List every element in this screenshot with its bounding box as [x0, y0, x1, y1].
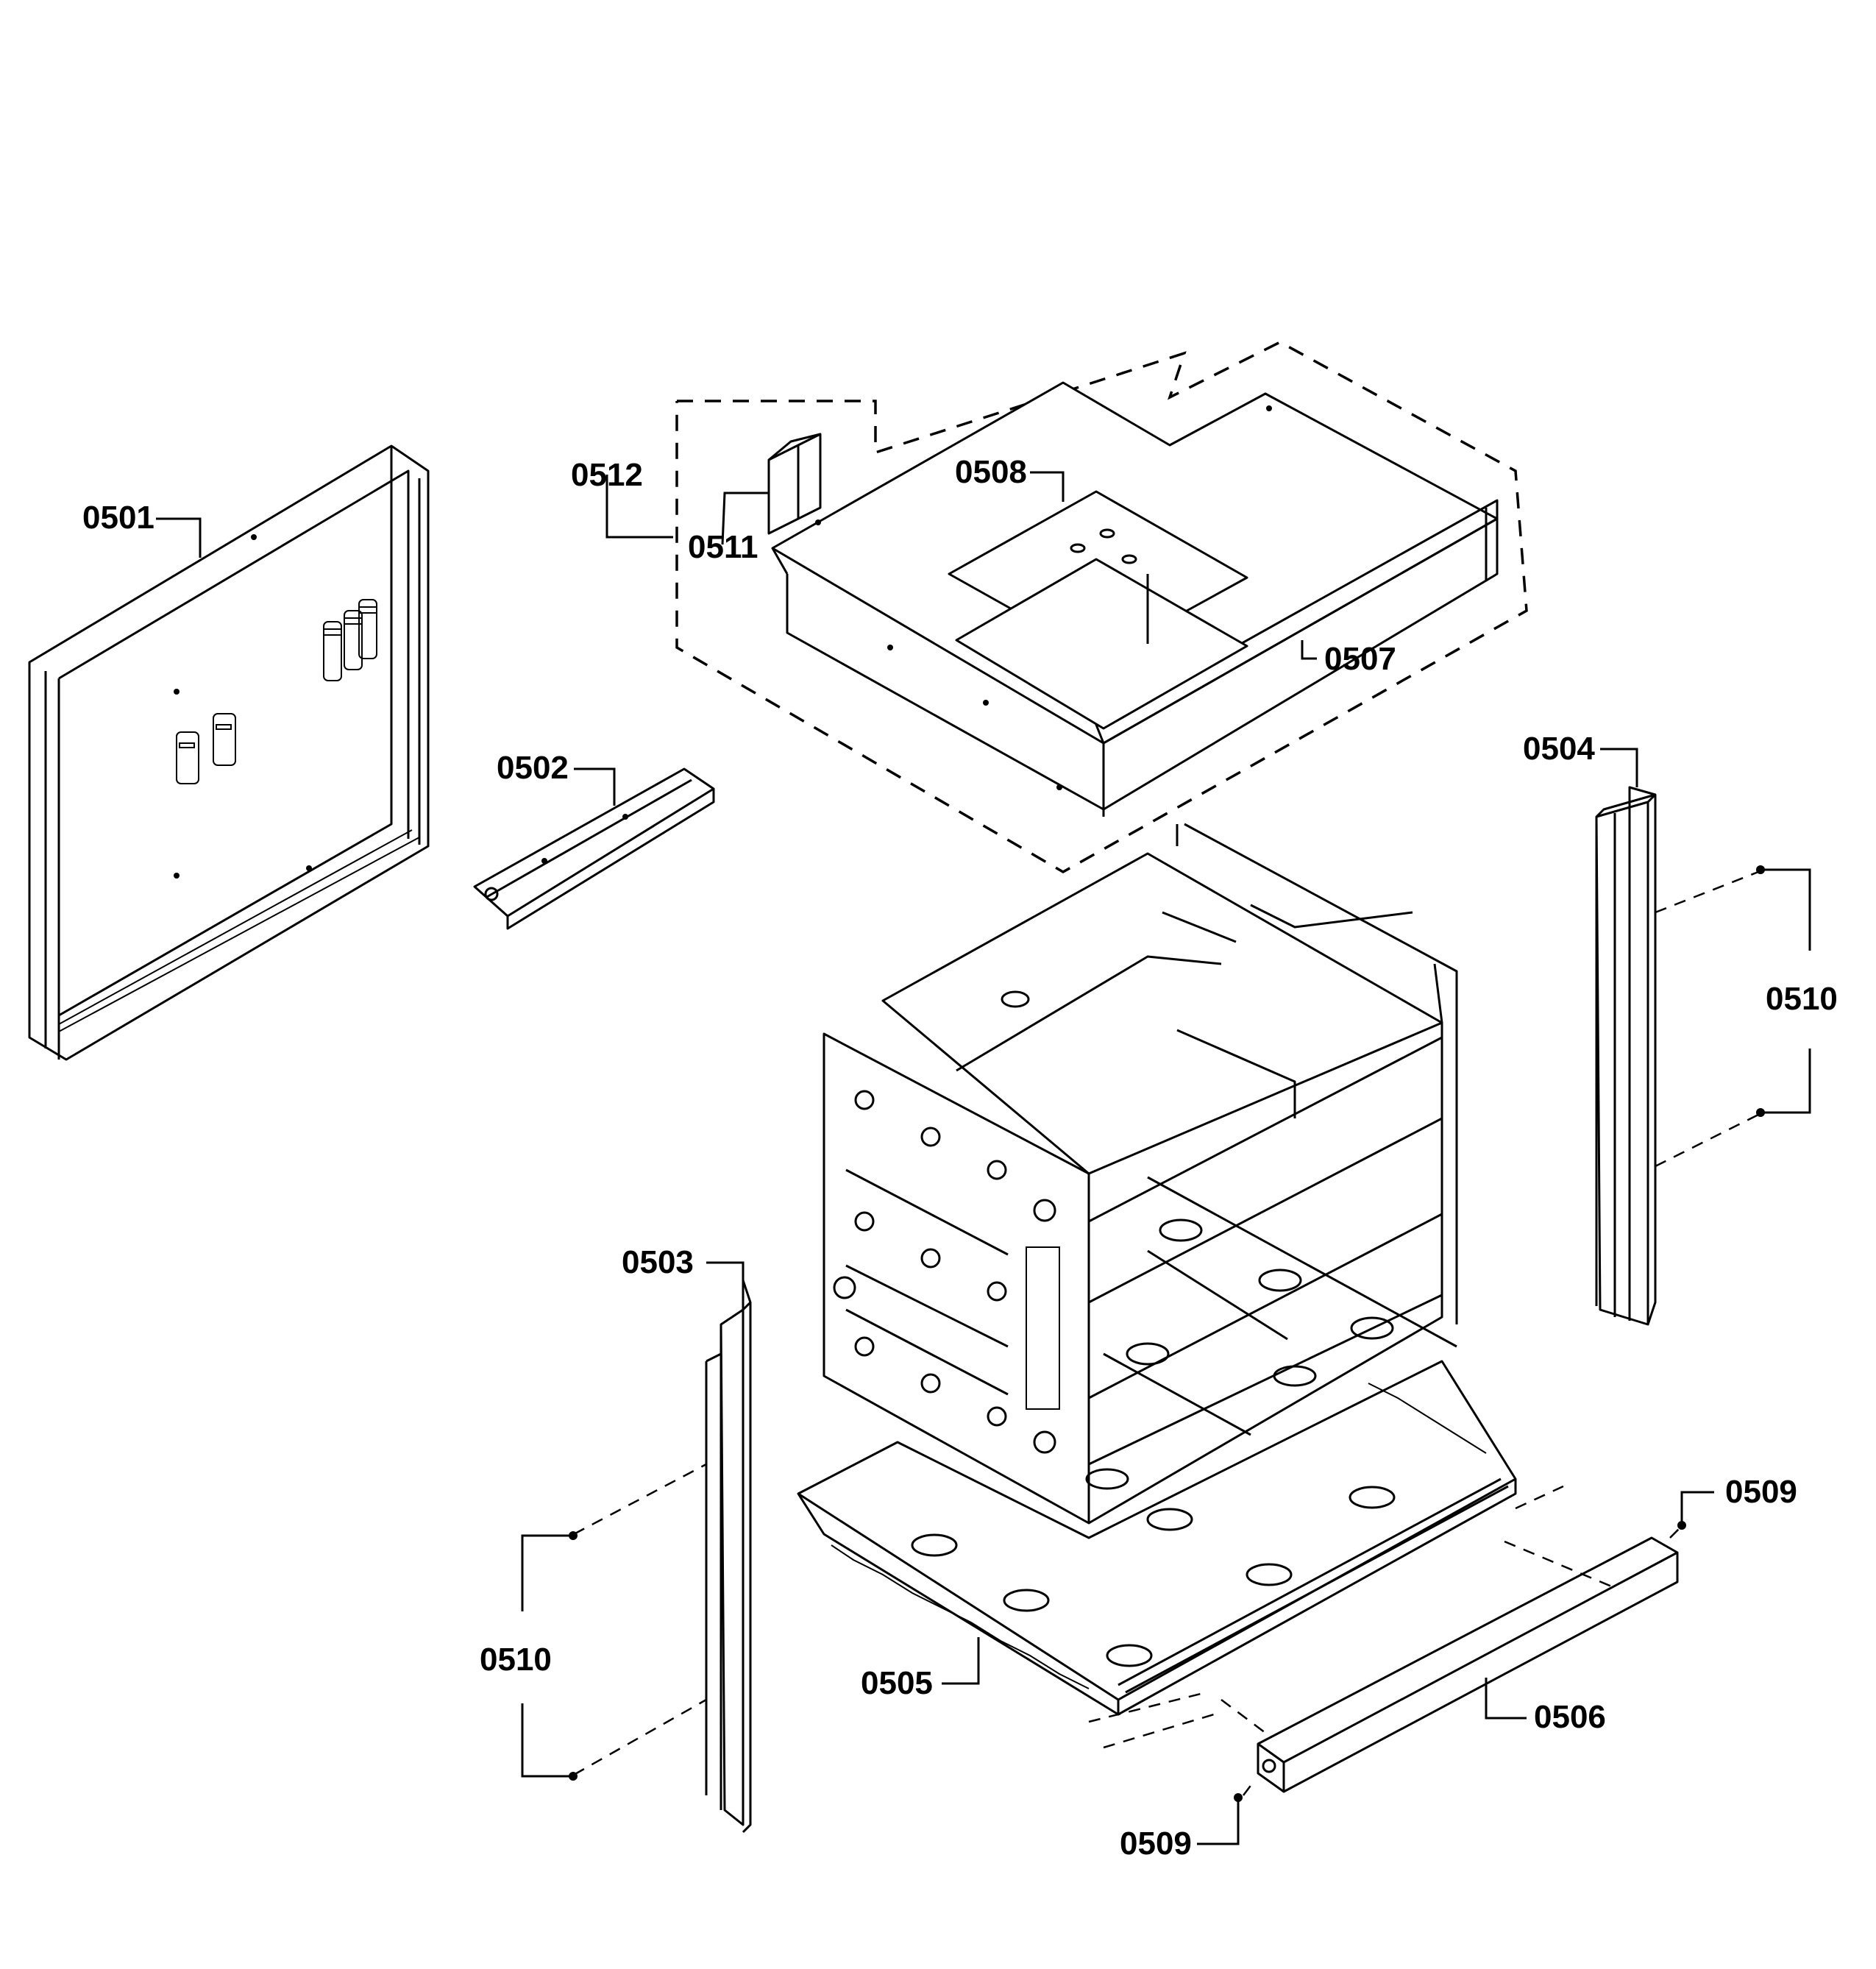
leader-lines — [156, 471, 1811, 1845]
part-0502-bracket — [473, 767, 715, 930]
part-0503-left-rail — [705, 1279, 752, 1834]
label-0502: 0502 — [497, 750, 569, 786]
label-0512: 0512 — [571, 457, 643, 493]
oven-cavity-frame — [822, 823, 1458, 1525]
part-0506-front-rail — [1257, 1536, 1679, 1793]
label-0505: 0505 — [861, 1665, 933, 1701]
label-0504: 0504 — [1523, 731, 1595, 767]
part-0505-bottom-tray — [797, 1360, 1517, 1716]
part-0504-right-rail — [1595, 786, 1657, 1326]
label-0510-left: 0510 — [480, 1642, 552, 1678]
label-0510-right: 0510 — [1766, 981, 1838, 1017]
label-0501: 0501 — [82, 500, 154, 536]
part-labels: 0501 0502 0503 0504 0505 0506 0507 0508 … — [82, 454, 1838, 1862]
label-0509-bottom: 0509 — [1120, 1826, 1192, 1862]
part-0507-top-panel — [675, 341, 1528, 874]
label-0509-top: 0509 — [1725, 1474, 1797, 1510]
label-0503: 0503 — [622, 1244, 694, 1280]
label-0507: 0507 — [1324, 641, 1396, 677]
label-0511: 0511 — [688, 529, 758, 565]
part-0501-back-panel — [28, 444, 430, 1061]
label-0506: 0506 — [1534, 1699, 1606, 1735]
label-0508: 0508 — [955, 454, 1027, 490]
